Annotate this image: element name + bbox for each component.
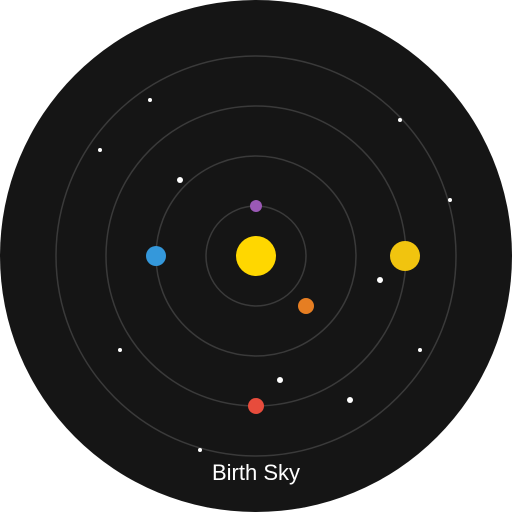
yellow-planet	[390, 241, 420, 271]
star	[448, 198, 452, 202]
star	[98, 148, 102, 152]
star	[398, 118, 402, 122]
star	[177, 177, 183, 183]
chart-title: Birth Sky	[212, 460, 300, 485]
sun	[236, 236, 276, 276]
purple-planet	[250, 200, 262, 212]
star	[277, 377, 283, 383]
stars	[98, 98, 452, 452]
orbit-ring-4	[55, 55, 457, 457]
star	[148, 98, 152, 102]
red-planet	[248, 398, 264, 414]
star	[418, 348, 422, 352]
orange-planet	[298, 298, 314, 314]
blue-planet	[146, 246, 166, 266]
star	[347, 397, 353, 403]
star	[198, 448, 202, 452]
star	[377, 277, 383, 283]
star	[118, 348, 122, 352]
